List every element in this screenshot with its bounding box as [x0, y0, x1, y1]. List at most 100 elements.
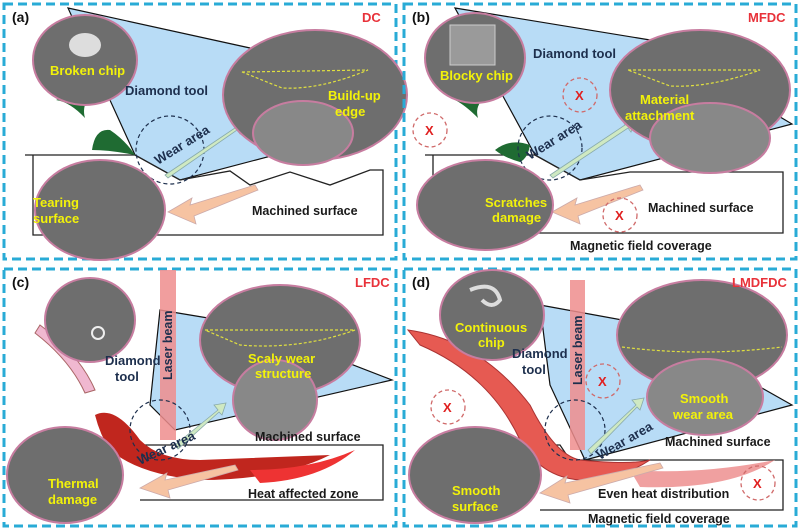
- x-mark: X: [443, 400, 452, 415]
- heat-distribution-label: Even heat distribution: [598, 487, 729, 501]
- surface-label: surface: [33, 211, 79, 226]
- panel-frame: [2, 267, 398, 528]
- magnetic-field-label: Magnetic field coverage: [570, 239, 712, 253]
- panel-b: X X X Blocky chip Diamond tool Wear area…: [402, 2, 798, 261]
- surface-label: surface: [452, 499, 498, 514]
- method-label: DC: [362, 10, 381, 25]
- surface-label: Scratches: [485, 195, 547, 210]
- laser-label: Laser beam: [571, 316, 585, 385]
- tool-wear-label: Smooth: [680, 391, 728, 406]
- chip-particle: [91, 326, 105, 340]
- x-mark-circle: [412, 112, 448, 148]
- panel-label: (b): [412, 9, 430, 25]
- heat-affected-zone: [250, 450, 355, 483]
- x-mark: X: [598, 374, 607, 389]
- surface-label: damage: [492, 210, 541, 225]
- workpiece-outline: [25, 154, 384, 236]
- tool-wear-label: Build-up: [328, 88, 381, 103]
- wear-outline: [241, 69, 369, 89]
- chip-particle: [449, 24, 496, 66]
- laser-beam: [570, 280, 585, 450]
- surface-label: Tearing: [33, 195, 79, 210]
- surface-micrograph: [416, 159, 554, 251]
- panel-frame: [402, 2, 798, 261]
- tool-label: Diamond tool: [533, 46, 616, 61]
- wear-outline: [204, 329, 356, 347]
- heat-affected-zone: [95, 412, 330, 480]
- x-mark-circle: [740, 465, 776, 501]
- tool-wear-label: Material: [640, 92, 689, 107]
- tool-wear-label: structure: [255, 366, 311, 381]
- method-label: LFDC: [355, 275, 390, 290]
- chip-label: Blocky chip: [440, 68, 513, 83]
- chip-label: Broken chip: [50, 63, 125, 78]
- panel-c: Laser beam Wear area Diamond tool Scaly …: [2, 267, 398, 528]
- machined-surface-label: Machined surface: [648, 201, 754, 215]
- x-mark-circle: [602, 197, 638, 233]
- chip-shape: [495, 142, 530, 162]
- magnetic-field-label: Magnetic field coverage: [588, 512, 730, 526]
- wear-outline: [627, 69, 761, 87]
- tool-label: Diamond tool: [125, 83, 208, 98]
- chip-micrograph: [32, 14, 138, 106]
- wear-area-circle: [517, 115, 583, 181]
- tool-wear-label: Scaly wear: [248, 351, 315, 366]
- chip-label: chip: [478, 335, 505, 350]
- x-mark-circle: [562, 77, 598, 113]
- x-mark-circle: [430, 389, 466, 425]
- wear-arrow: [174, 402, 227, 450]
- chip-label: Continuous: [455, 320, 527, 335]
- surface-arrow: [167, 184, 259, 225]
- surface-arrow: [139, 464, 239, 499]
- surface-micrograph: [6, 426, 124, 524]
- surface-label: Smooth: [452, 483, 500, 498]
- panel-label: (c): [12, 274, 29, 290]
- x-mark: X: [425, 123, 434, 138]
- surface-arrow: [551, 184, 644, 225]
- x-mark: X: [753, 476, 762, 491]
- tool-label: Diamond: [512, 346, 568, 361]
- chip-shape: [92, 129, 135, 155]
- chip-micrograph: [44, 277, 136, 363]
- surface-label: damage: [48, 492, 97, 507]
- chip-micrograph: [439, 269, 545, 361]
- machined-surface-label: Machined surface: [665, 435, 771, 449]
- panel-frame: [2, 2, 398, 261]
- tool-wear-closeup: [232, 359, 318, 441]
- chip-particle: [469, 284, 503, 307]
- tool-label: Diamond: [105, 353, 161, 368]
- surface-arrow: [539, 462, 664, 504]
- laser-beam: [160, 270, 176, 440]
- panel-frame: [402, 267, 798, 528]
- x-mark-circle: [585, 363, 621, 399]
- chip-shape: [406, 329, 651, 481]
- x-mark: X: [615, 208, 624, 223]
- tool-wear-label: wear area: [672, 407, 734, 422]
- machined-surface-label: Machined surface: [255, 430, 361, 444]
- heat-distribution: [630, 460, 775, 488]
- surface-label: Thermal: [48, 476, 99, 491]
- wear-outline: [621, 346, 783, 353]
- tool-wear-label: attachment: [625, 108, 695, 123]
- method-label: MFDC: [748, 10, 786, 25]
- wear-area-circle: [544, 399, 606, 461]
- wear-arrow: [587, 397, 645, 455]
- tool-label: tool: [522, 362, 546, 377]
- tool-wear-closeup: [646, 358, 764, 436]
- wear-area-circle: [129, 399, 191, 461]
- chip-particle: [69, 33, 101, 57]
- panel-a: Broken chip Diamond tool Wear area Build…: [2, 2, 408, 261]
- method-label: LMDFDC: [732, 275, 787, 290]
- tool-wear-closeup: [649, 102, 771, 174]
- machined-surface-label: Machined surface: [252, 204, 358, 218]
- heat-zone-label: Heat affected zone: [248, 487, 358, 501]
- laser-label: Laser beam: [161, 311, 175, 380]
- panel-label: (d): [412, 274, 430, 290]
- panel-label: (a): [12, 9, 29, 25]
- surface-micrograph: [408, 426, 542, 524]
- tool-label: tool: [115, 369, 139, 384]
- x-mark: X: [575, 88, 584, 103]
- tool-wear-closeup: [252, 100, 354, 166]
- surface-micrograph: [34, 159, 166, 261]
